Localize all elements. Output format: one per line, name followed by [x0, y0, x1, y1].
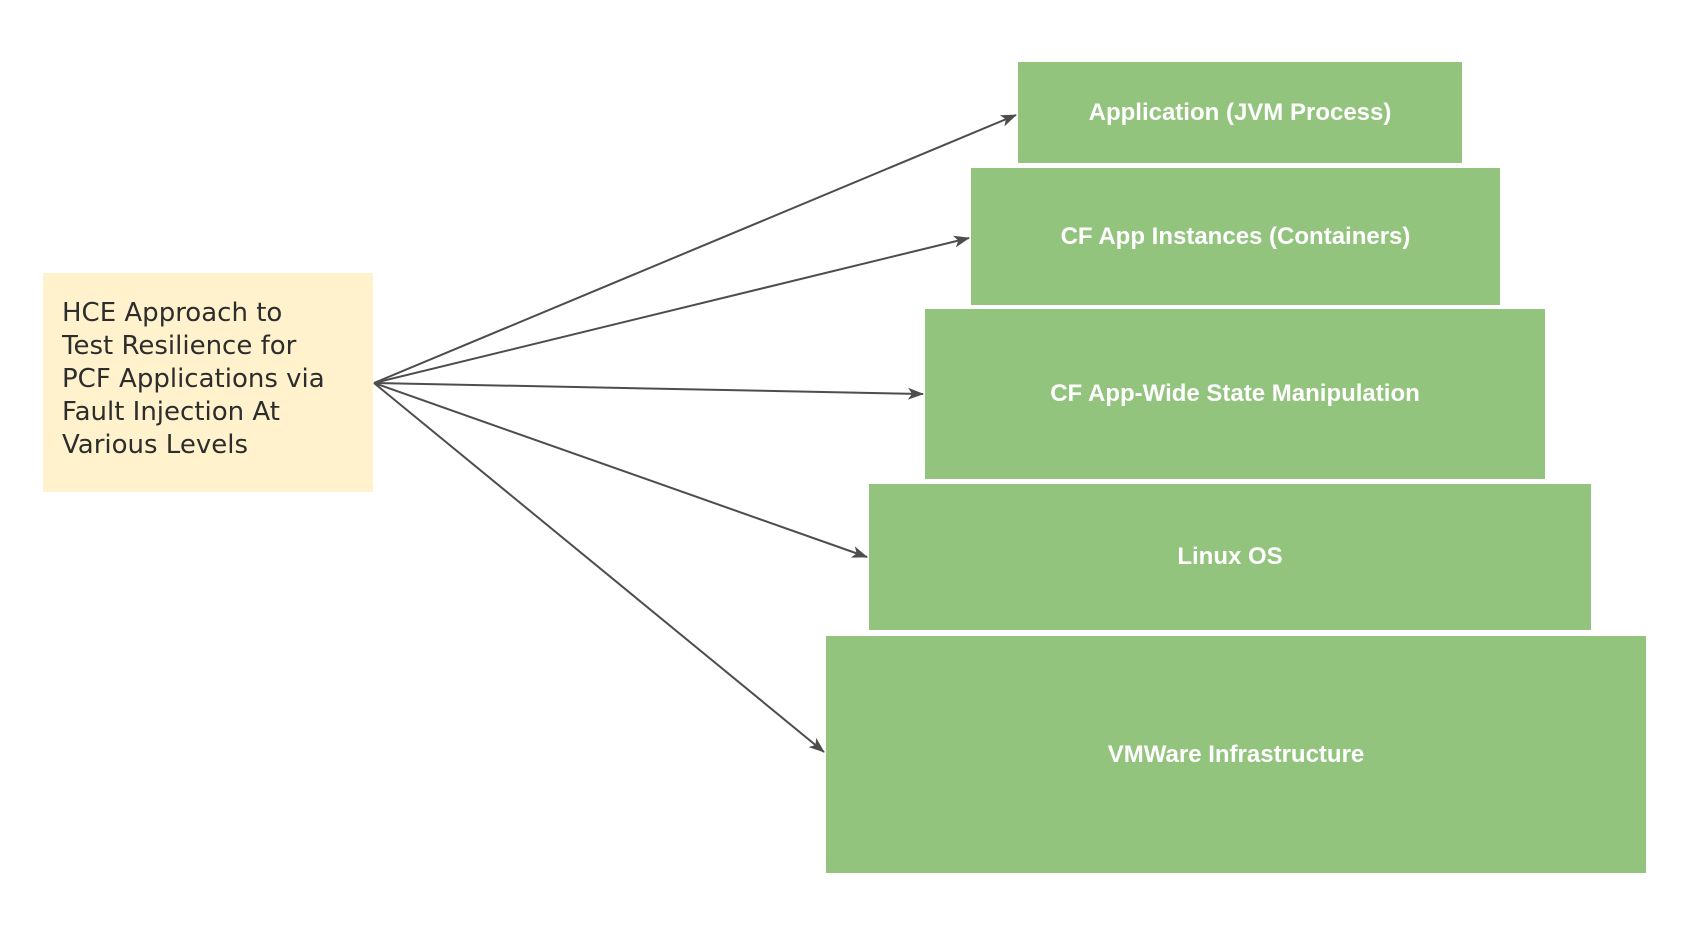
level-label: CF App Instances (Containers) [1060, 222, 1411, 250]
level-label: VMWare Infrastructure [1107, 740, 1365, 768]
level-label: CF App-Wide State Manipulation [1050, 380, 1420, 407]
arrow-line-application [373, 114, 1017, 384]
arrow-line-cf-app-instances [373, 235, 970, 384]
level-box-cf-app-instances: CF App Instances (Containers) [971, 168, 1500, 305]
level-box-application: Application (JVM Process) [1018, 62, 1462, 163]
source-note-box: HCE Approach to Test Resilience for PCF … [43, 273, 373, 492]
level-box-linux-os: Linux OS [869, 484, 1591, 630]
note-line: Various Levels [62, 430, 248, 460]
note-line: Fault Injection At [62, 397, 280, 427]
arrow-line-cf-app-wide-state [373, 382, 924, 400]
note-line: Test Resilience for [62, 331, 297, 361]
note-line: PCF Applications via [62, 364, 325, 394]
level-box-vmware-infrastructure: VMWare Infrastructure [826, 636, 1646, 873]
arrow-line-linux-os [373, 382, 868, 558]
level-box-cf-app-wide-state: CF App-Wide State Manipulation [925, 309, 1545, 479]
arrow-line-vmware [373, 382, 825, 753]
level-label: Linux OS [1177, 543, 1283, 570]
note-line: HCE Approach to [62, 298, 283, 328]
level-label: Application (JVM Process) [1088, 98, 1392, 126]
